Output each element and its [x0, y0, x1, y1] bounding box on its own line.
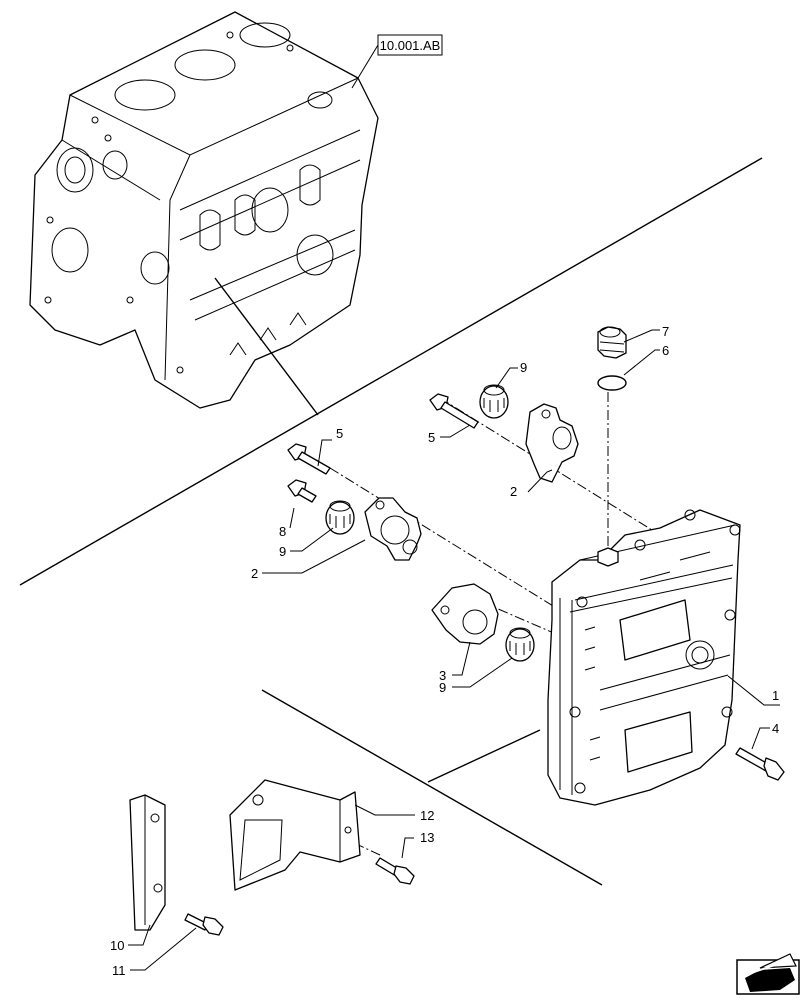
callout-9-upper[interactable]: 9 [495, 360, 527, 389]
svg-text:9: 9 [520, 360, 527, 375]
callout-6[interactable]: 6 [623, 343, 669, 376]
svg-text:6: 6 [662, 343, 669, 358]
bracket-3-drawing [431, 583, 499, 645]
svg-text:9: 9 [439, 680, 446, 695]
svg-text:5: 5 [336, 426, 343, 441]
callout-9-lower[interactable]: 9 [439, 657, 513, 695]
leader-ecu-to-divider [427, 729, 541, 783]
callout-10[interactable]: 10 [110, 924, 151, 953]
gear-9-upper-drawing [479, 384, 509, 419]
bolt-5-left-drawing [287, 443, 331, 475]
callout-1[interactable]: 1 [727, 675, 780, 706]
o-ring-drawing [597, 375, 627, 391]
svg-text:2: 2 [251, 566, 258, 581]
callout-9-left[interactable]: 9 [279, 527, 334, 559]
svg-text:2: 2 [510, 484, 517, 499]
callout-7[interactable]: 7 [623, 324, 669, 343]
callout-3[interactable]: 3 [439, 641, 471, 683]
svg-text:10: 10 [110, 938, 124, 953]
leader-block-to-divider [214, 277, 319, 416]
callout-2-upper[interactable]: 2 [510, 469, 553, 499]
svg-text:12: 12 [420, 808, 434, 823]
bolt-5-upper-drawing [429, 393, 479, 429]
bracket-12-drawing [229, 779, 361, 891]
reference-tag[interactable]: 10.001.AB [377, 34, 443, 56]
svg-text:8: 8 [279, 524, 286, 539]
bolt-13-drawing [375, 857, 415, 885]
callout-8[interactable]: 8 [279, 507, 295, 539]
reference-label: 10.001.AB [380, 38, 441, 53]
callout-2-left[interactable]: 2 [251, 539, 366, 581]
plate-10-drawing [129, 794, 166, 931]
svg-text:11: 11 [112, 963, 126, 978]
gear-9-left-drawing [325, 500, 355, 535]
svg-text:7: 7 [662, 324, 669, 339]
svg-text:1: 1 [772, 688, 779, 703]
ecu-module-drawing [547, 509, 741, 806]
callout-5-left[interactable]: 5 [317, 426, 343, 467]
bracket-2-upper-drawing [525, 403, 579, 483]
bolt-11-drawing [184, 913, 224, 936]
callout-13[interactable]: 13 [401, 830, 434, 859]
callout-4[interactable]: 4 [751, 721, 779, 750]
callout-5-upper[interactable]: 5 [428, 424, 471, 445]
svg-text:3: 3 [439, 668, 446, 683]
fitting-drawing [597, 326, 627, 359]
engine-block-drawing [29, 11, 379, 409]
svg-text:4: 4 [772, 721, 779, 736]
gear-9-lower-drawing [505, 627, 535, 662]
svg-text:9: 9 [279, 544, 286, 559]
bracket-2-left-drawing [364, 497, 422, 561]
callout-11[interactable]: 11 [112, 927, 197, 978]
svg-text:13: 13 [420, 830, 434, 845]
section-divider-top [19, 157, 763, 586]
next-page-arrow-icon[interactable] [736, 953, 800, 995]
svg-text:5: 5 [428, 430, 435, 445]
bolt-8-drawing [287, 479, 317, 503]
callout-12[interactable]: 12 [354, 804, 434, 823]
bolt-4-drawing [735, 747, 785, 781]
section-divider-bottom [261, 689, 603, 886]
